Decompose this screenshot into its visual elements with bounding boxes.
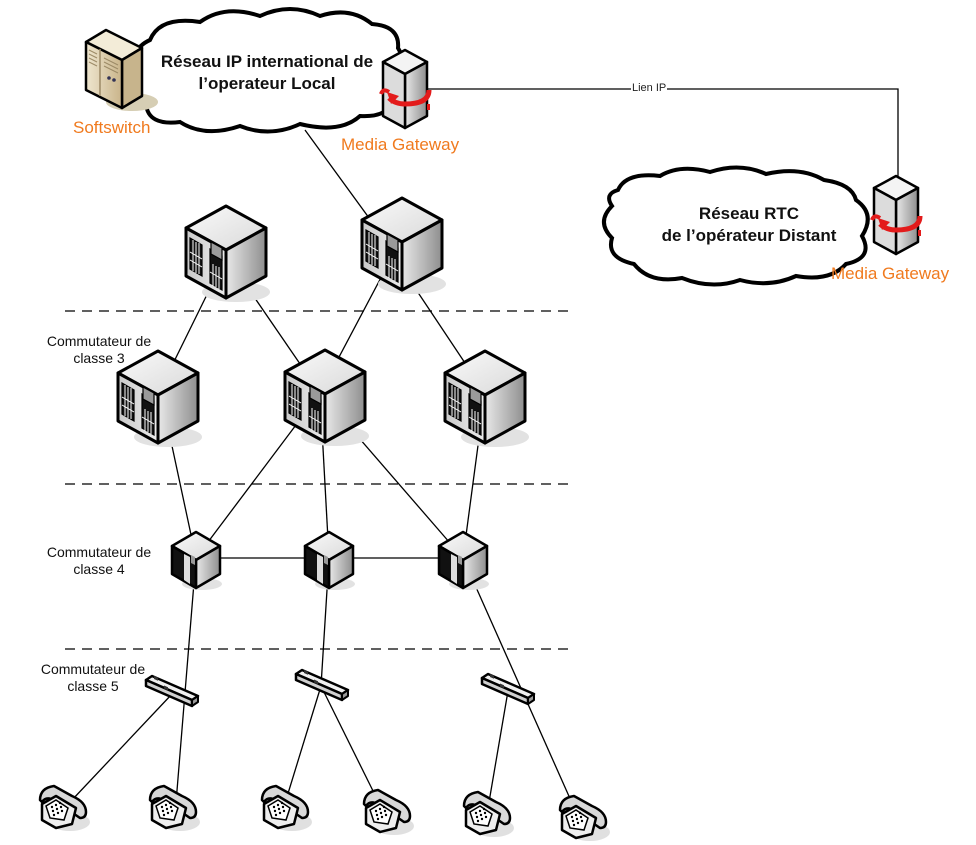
link-ip-label: Lien IP [631,82,668,94]
cloud-distant-title-line1: Réseau RTC [698,204,800,223]
link [71,693,173,801]
layer-label-class4-line2: classe 4 [73,561,125,577]
layer-label-class4-line1: Commutateur de [46,544,152,560]
class3-switch-right-icon [443,349,531,449]
telephone-icon [558,794,612,843]
class4-switch-left-icon [170,530,224,592]
cloud-local-title-line2: l’operateur Local [198,74,336,93]
media-gateway-local-label: Media Gateway [341,135,460,154]
top-switch-left-icon [184,204,272,304]
media-gateway-distant-label: Media Gateway [831,264,950,283]
telephone-icon [462,790,516,839]
layer-label-class3-line2: classe 3 [73,350,125,366]
class4-switch-center-icon [303,530,357,592]
layer-label-class3-line1: Commutateur de [46,333,152,349]
layer-label-class4: Commutateur de classe 4 [32,544,166,578]
class3-switch-center-icon [283,348,371,448]
layer-label-class5-line1: Commutateur de [40,661,146,677]
telephone-icon [38,784,92,833]
cloud-local-title: Réseau IP international de l’operateur L… [142,51,392,95]
cloud-distant-title: Réseau RTC de l’opérateur Distant [634,203,864,247]
link [487,690,509,809]
link [320,685,381,806]
cloud-local-title-line1: Réseau IP international de [160,52,374,71]
telephone-icon [362,788,416,837]
cloud-distant-title-line2: de l’opérateur Distant [661,226,837,245]
cloud-rtc-distant [602,165,870,287]
link [462,557,577,813]
telephone-icon [260,784,314,833]
top-switch-right-icon [360,196,448,296]
layer-label-class3: Commutateur de classe 3 [32,333,166,367]
link [285,685,322,801]
link [174,557,197,816]
layer-label-class5-line2: classe 5 [67,678,119,694]
softswitch-label: Softswitch [73,118,151,137]
link-ip [410,88,899,178]
class5-hub-right-icon [480,672,536,706]
media-gateway-distant-icon [872,176,921,254]
class4-switch-right-icon [437,530,491,592]
telephone-icon [148,784,202,833]
layer-label-class5: Commutateur de classe 5 [26,661,160,695]
